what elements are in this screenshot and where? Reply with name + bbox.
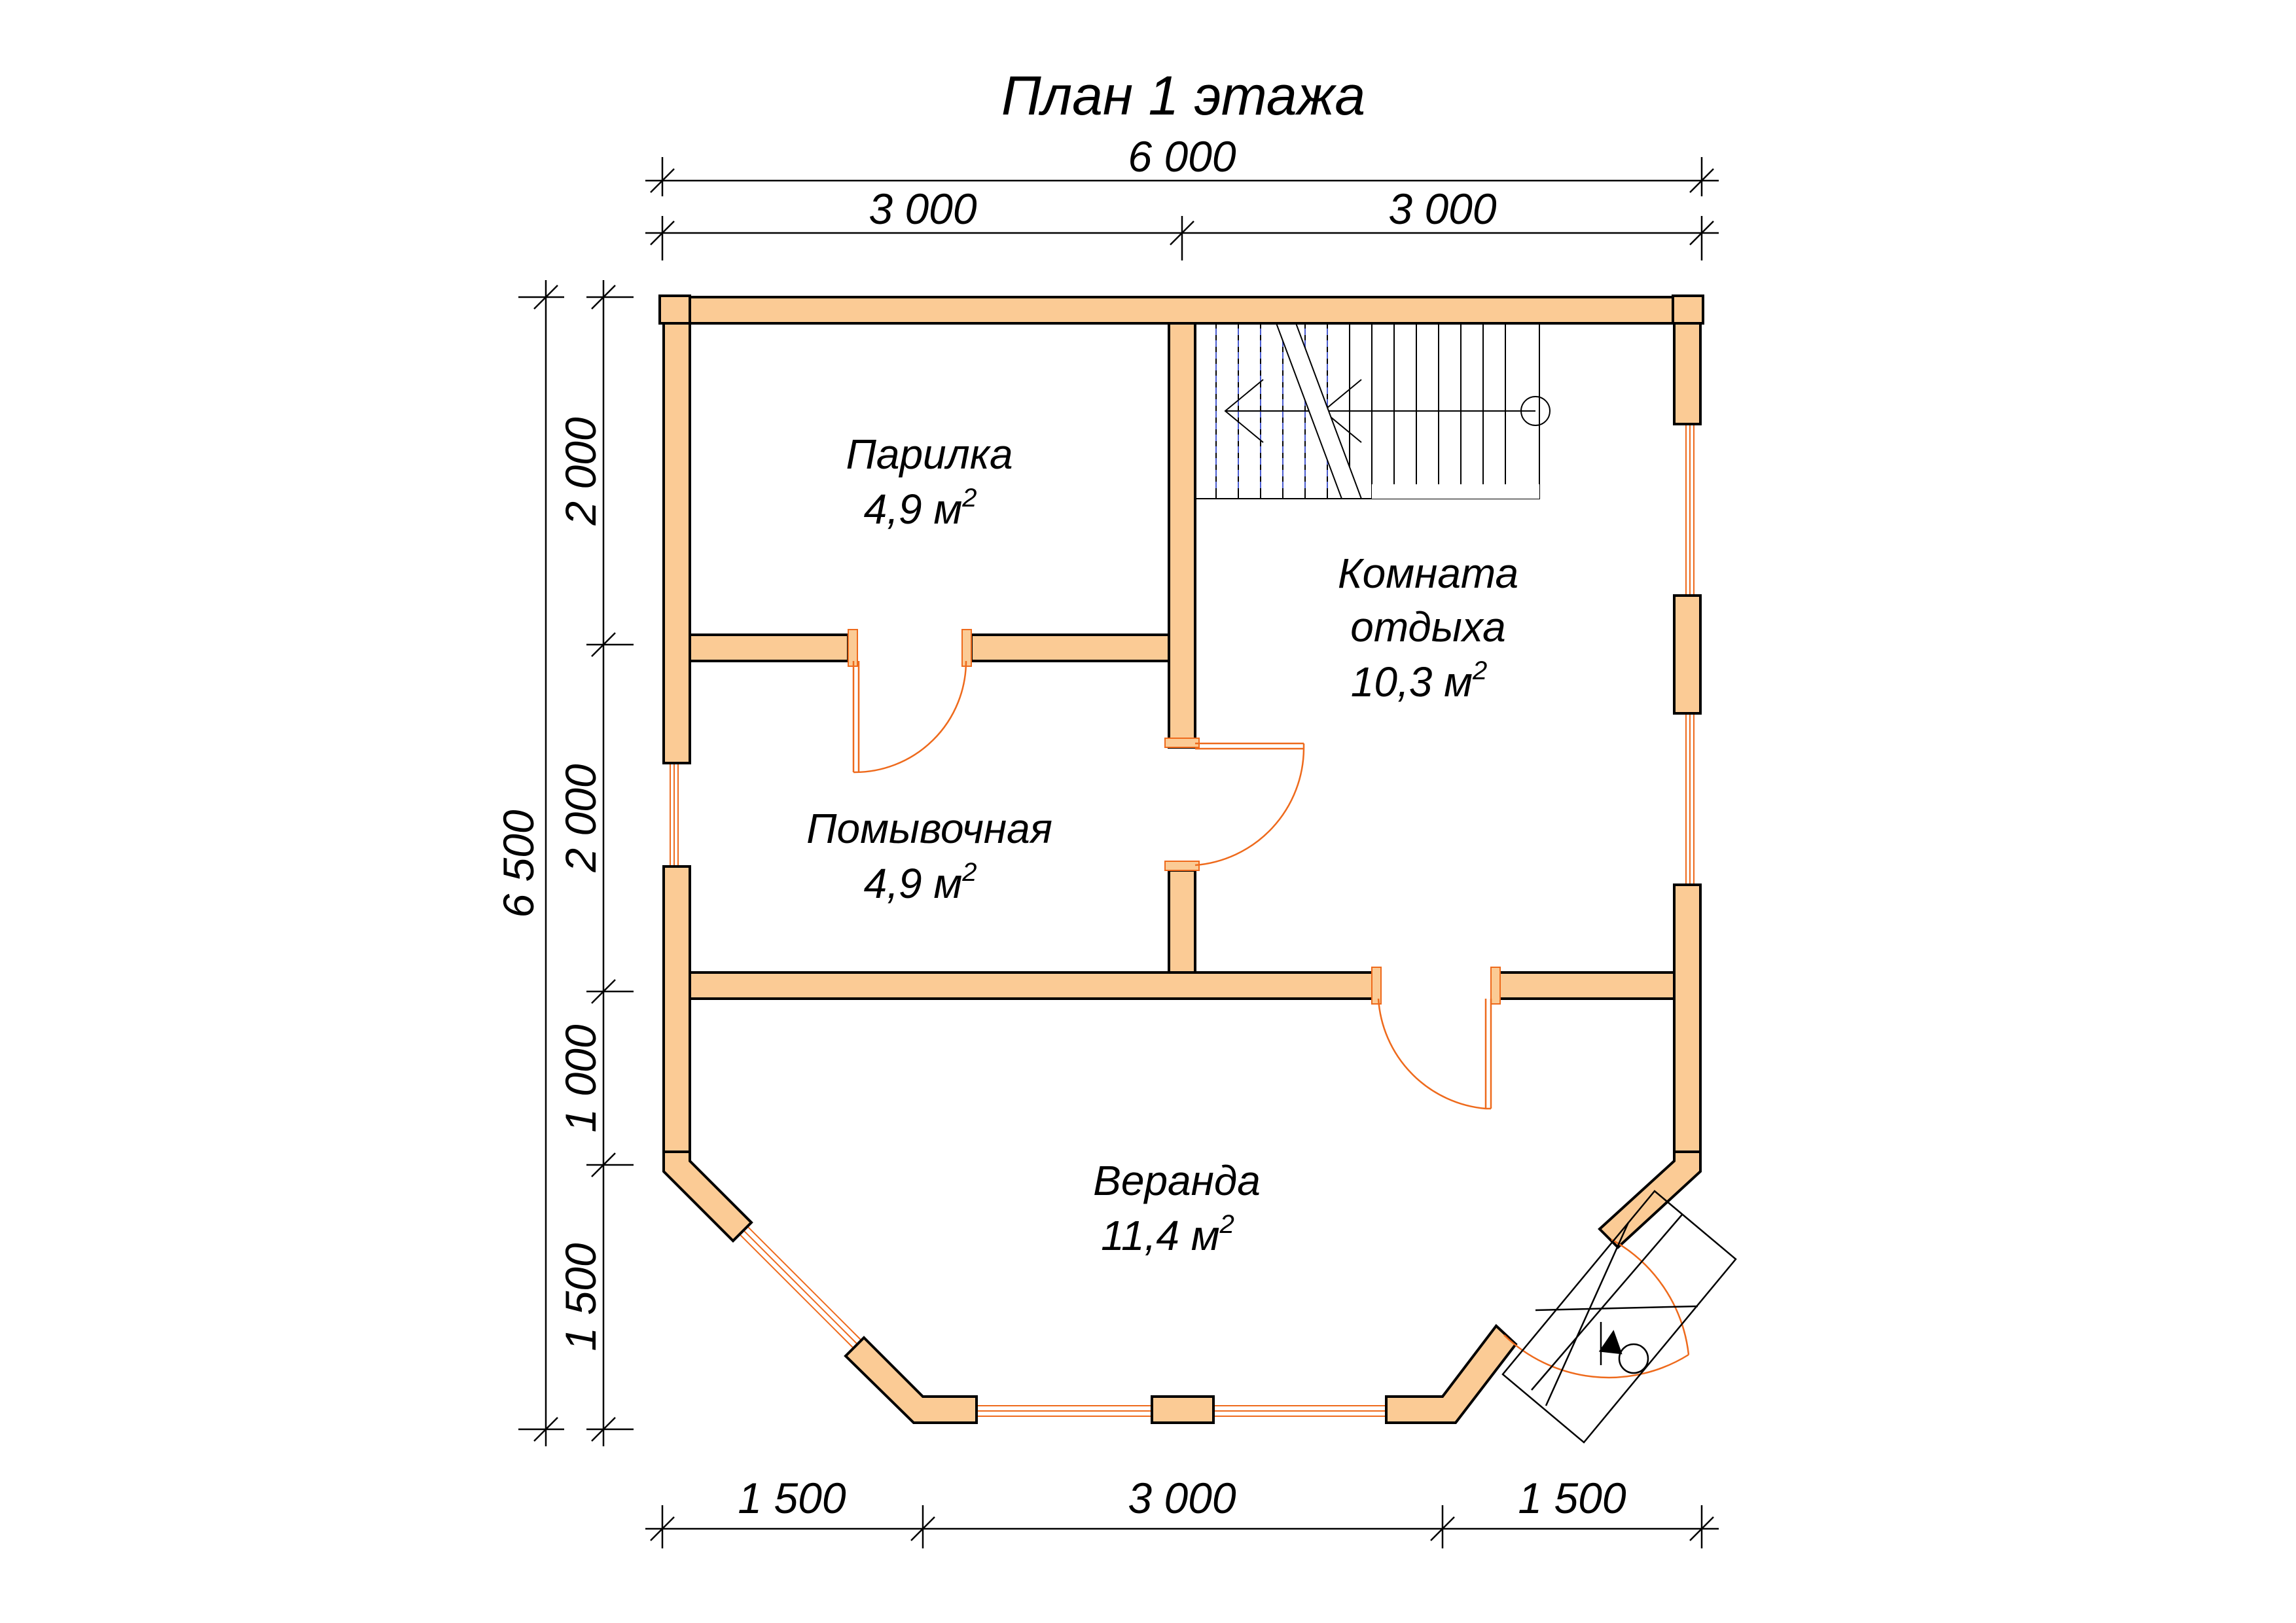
room-komnata-name-2: отдыха [1350,603,1506,651]
wall-right-top [1673,322,1702,425]
room-pomyvochnaya-name: Помывочная [806,805,1052,852]
wall-veranda-right-lower [1385,1324,1518,1424]
wall-h-lower-left [689,971,1376,1000]
dim-bottom-right: 1 500 [1518,1474,1626,1522]
dim-top-overall: 6 000 [1128,132,1236,181]
dimension-lines [518,157,1719,1548]
wall-h-upper-right [970,633,1170,662]
wall-middle-upper [1168,322,1196,749]
dim-bottom-middle: 3 000 [1128,1474,1236,1522]
plan-title: План 1 этажа [1001,65,1365,126]
room-veranda-name: Веранда [1093,1157,1261,1204]
room-komnata-area: 10,3 м2 [1351,656,1487,705]
doors [848,629,1690,1379]
dim-bottom-left: 1 500 [738,1474,846,1522]
windows [668,424,1696,1417]
porch-steps [1501,1190,1737,1444]
wall-veranda-right-upper [1598,1150,1702,1249]
dim-left-overall: 6 500 [494,810,543,918]
wall-h-upper-left [689,633,850,662]
dim-left-seg-3: 1 000 [556,1024,605,1132]
room-pomyvochnaya-area: 4,9 м2 [864,858,977,907]
wall-right-lower [1673,883,1702,1153]
wall-left-upper [662,322,691,764]
wall-bottom-pier [1151,1395,1215,1424]
wall-middle-lower [1168,869,1196,974]
wall-h-lower-right [1498,971,1676,1000]
room-parilka-name: Парилка [846,431,1013,478]
room-parilka-area: 4,9 м2 [864,484,977,533]
wall-veranda-left-lower [844,1336,978,1424]
staircase [1192,323,1551,499]
room-labels: Парилка 4,9 м2 Помывочная 4,9 м2 Комната… [806,431,1518,1259]
dim-left-seg-2: 2 000 [556,764,605,872]
walls [658,294,1704,1424]
room-veranda-area: 11,4 м2 [1101,1210,1234,1259]
dim-left-seg-1: 2 000 [556,417,605,526]
room-komnata-name-1: Комната [1338,550,1518,597]
dim-top-left: 3 000 [869,185,977,233]
dim-left-seg-4: 1 500 [556,1243,605,1351]
wall-top [662,296,1703,325]
dim-top-right: 3 000 [1388,185,1496,233]
wall-left-lower [662,865,691,1153]
wall-right-middle [1673,594,1702,715]
wall-veranda-left-upper [662,1150,753,1243]
